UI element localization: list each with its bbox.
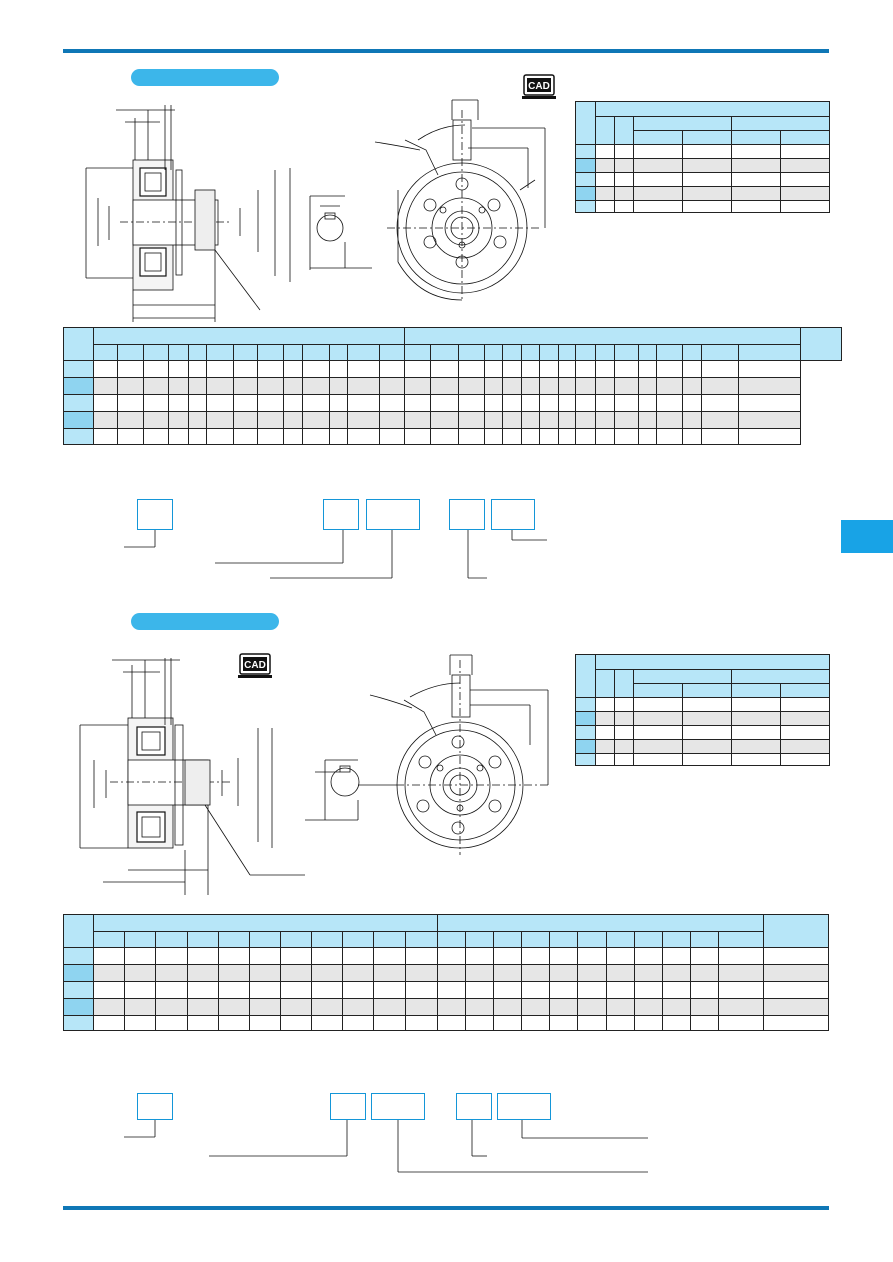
cad-icon-text: CAD (528, 81, 550, 92)
part-code-box-3[interactable] (366, 499, 420, 530)
clutch-front-view-2 (369, 654, 549, 855)
section1-title-pill (131, 69, 279, 86)
part-code-box-4[interactable] (449, 499, 485, 530)
cad-download-icon-2[interactable]: CAD (238, 653, 272, 679)
part-number-callouts-2 (124, 1118, 648, 1173)
part-code-box-7[interactable] (330, 1093, 366, 1120)
spec-table-small-1 (575, 101, 831, 213)
part-code-box-9[interactable] (456, 1093, 492, 1120)
part-code-box-2[interactable] (323, 499, 359, 530)
clutch-cross-section-2 (79, 658, 305, 895)
part-code-box-10[interactable] (497, 1093, 551, 1120)
keyway-detail-2 (305, 759, 396, 821)
clutch-cross-section-1 (85, 105, 291, 322)
part-code-box-5[interactable] (491, 499, 535, 530)
part-code-box-1[interactable] (137, 499, 173, 530)
part-code-box-8[interactable] (371, 1093, 425, 1120)
part-number-callouts-1 (124, 528, 547, 579)
dimension-table-1 (63, 327, 843, 445)
dimension-table-2 (62, 914, 829, 1031)
bottom-rule (63, 1206, 829, 1210)
cad-icon-text-2: CAD (244, 660, 266, 671)
chapter-side-tab[interactable] (841, 520, 893, 553)
keyway-detail-1 (309, 195, 372, 270)
top-rule (63, 49, 829, 53)
cad-download-icon[interactable]: CAD (522, 74, 556, 100)
part-code-box-6[interactable] (137, 1093, 173, 1120)
clutch-front-view-1 (374, 99, 546, 301)
spec-table-small-2 (575, 654, 831, 766)
section2-title-pill (131, 613, 279, 630)
